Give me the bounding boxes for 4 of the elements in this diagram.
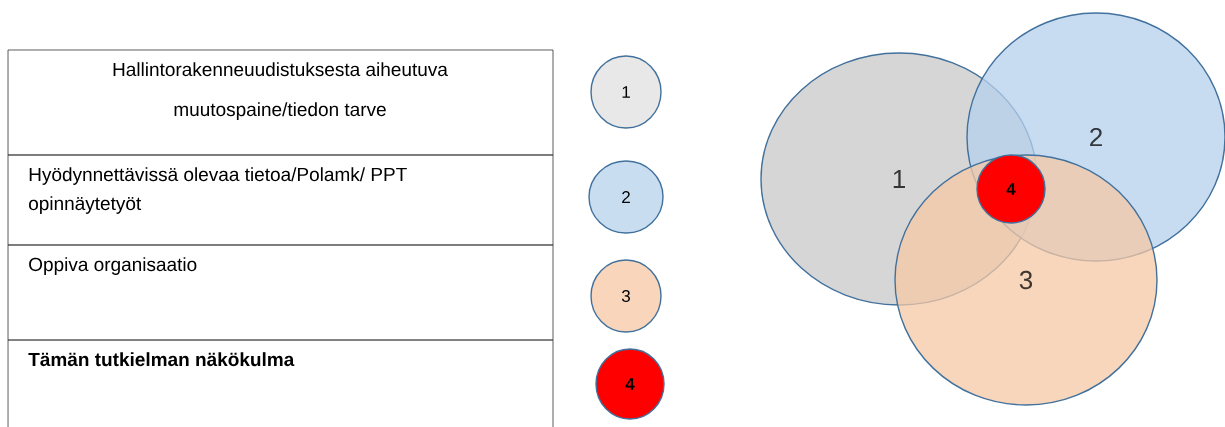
table-row: Oppiva organisaatio	[7, 244, 554, 341]
table-row: Hallintorakenneuudistuksesta aiheutuva muutospaine/tiedon tarve	[7, 49, 554, 156]
table-row: Tämän tutkielman näkökulma	[7, 339, 554, 427]
table-row: Hyödynnettävissä olevaa tietoa/Polamk/ PPT opinnäytetyöt	[7, 154, 554, 246]
